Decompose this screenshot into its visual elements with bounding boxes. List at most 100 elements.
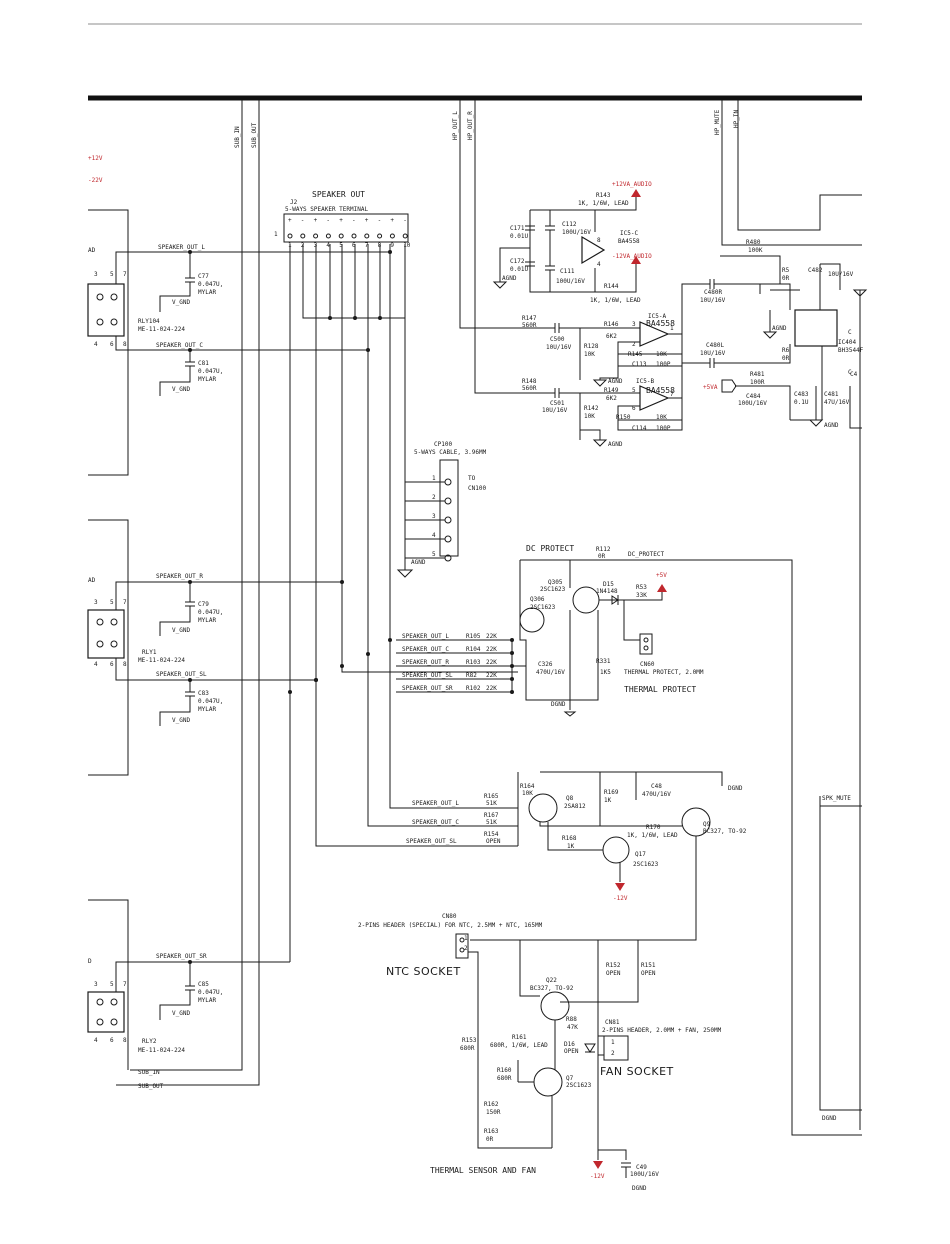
svg-text:2: 2 xyxy=(632,341,636,348)
cp100-pin xyxy=(444,535,452,543)
svg-text:R6: R6 xyxy=(782,347,790,354)
svg-text:R169: R169 xyxy=(604,789,619,796)
svg-text:R168: R168 xyxy=(562,835,577,842)
svg-text:C83: C83 xyxy=(198,690,209,697)
svg-text:Q22: Q22 xyxy=(546,977,557,984)
svg-text:100K: 100K xyxy=(748,247,763,254)
cp100-pin-number: 2 xyxy=(432,494,436,501)
svg-text:6: 6 xyxy=(110,1037,114,1044)
svg-text:100P: 100P xyxy=(656,425,671,432)
relay-rly1: 3 5 7 4 6 8 RLY1 ME-11-024-224 xyxy=(87,599,185,668)
svg-text:-12V: -12V xyxy=(613,895,628,902)
mute-input-ref: R165 xyxy=(484,793,499,800)
svg-text:FAN SOCKET: FAN SOCKET xyxy=(600,1065,674,1078)
svg-text:4: 4 xyxy=(94,341,98,348)
j2-pin-sign: - xyxy=(326,217,330,224)
cp100-pin xyxy=(444,497,452,505)
j2-pin xyxy=(300,233,306,239)
svg-text:AGND: AGND xyxy=(411,559,426,566)
svg-text:ME-11-024-224: ME-11-024-224 xyxy=(138,657,185,664)
svg-text:IC5-A: IC5-A xyxy=(648,313,666,320)
svg-text:R144: R144 xyxy=(604,283,619,290)
j2-pin-sign: + xyxy=(390,217,394,224)
svg-text:4: 4 xyxy=(597,261,601,268)
svg-text:BH3544F: BH3544F xyxy=(838,347,864,354)
svg-text:3: 3 xyxy=(94,981,98,988)
svg-text:V_GND: V_GND xyxy=(172,1010,190,1017)
svg-text:DGND: DGND xyxy=(632,1185,647,1192)
svg-text:2SC1623: 2SC1623 xyxy=(566,1082,592,1089)
svg-text:Q305: Q305 xyxy=(548,579,563,586)
svg-text:R480: R480 xyxy=(746,239,761,246)
svg-text:R160: R160 xyxy=(497,1067,512,1074)
svg-text:100U/16V: 100U/16V xyxy=(556,278,585,285)
svg-text:R148: R148 xyxy=(522,378,537,385)
svg-text:6: 6 xyxy=(110,661,114,668)
j2-pin xyxy=(338,233,344,239)
svg-text:THERMAL PROTECT, 2.0MM: THERMAL PROTECT, 2.0MM xyxy=(624,669,704,676)
svg-text:100U/16V: 100U/16V xyxy=(562,229,591,236)
svg-text:470U/16V: 470U/16V xyxy=(642,791,671,798)
svg-text:BC327, TO-92: BC327, TO-92 xyxy=(703,828,747,835)
j2-pin-sign: - xyxy=(378,217,382,224)
svg-text:SPEAKER_OUT_SR: SPEAKER_OUT_SR xyxy=(156,953,207,960)
j2-pin xyxy=(364,233,370,239)
svg-text:R161: R161 xyxy=(512,1034,527,1041)
svg-text:MYLAR: MYLAR xyxy=(198,617,216,624)
svg-text:MYLAR: MYLAR xyxy=(198,997,216,1004)
svg-text:C480L: C480L xyxy=(706,342,724,349)
dcp-input-ref: R102 xyxy=(466,685,481,692)
svg-text:8: 8 xyxy=(123,1037,127,1044)
j2-pin xyxy=(377,233,383,239)
cp100-pin xyxy=(444,478,452,486)
svg-text:OPEN: OPEN xyxy=(641,970,656,977)
j2-pin xyxy=(287,233,293,239)
svg-text:D: D xyxy=(88,958,92,965)
svg-text:10K: 10K xyxy=(584,413,595,420)
svg-text:10K: 10K xyxy=(522,790,533,797)
svg-text:5-WAYS CABLE, 3.96MM: 5-WAYS CABLE, 3.96MM xyxy=(414,449,487,456)
svg-text:AGND: AGND xyxy=(608,441,623,448)
svg-text:R170: R170 xyxy=(646,824,661,831)
svg-text:CN80: CN80 xyxy=(442,913,457,920)
svg-text:1: 1 xyxy=(611,1039,615,1046)
svg-text:5: 5 xyxy=(632,387,636,394)
svg-text:680R: 680R xyxy=(460,1045,475,1052)
dcp-input-net: SPEAKER_OUT_R xyxy=(402,659,449,666)
svg-text:1K, 1/6W, LEAD: 1K, 1/6W, LEAD xyxy=(590,297,641,304)
svg-text:10U/16V: 10U/16V xyxy=(700,350,726,357)
relay-rly2: 3 5 7 4 6 8 RLY2 ME-11-024-224 SUB_IN SU… xyxy=(87,981,185,1090)
svg-text:10U/16V: 10U/16V xyxy=(700,297,726,304)
svg-text:R164: R164 xyxy=(520,783,535,790)
svg-text:10K: 10K xyxy=(656,414,667,421)
rail-plus12: +12V xyxy=(88,155,103,162)
svg-text:AD: AD xyxy=(88,247,96,254)
dcp-input-net: SPEAKER_OUT_C xyxy=(402,646,449,653)
svg-text:IC5-B: IC5-B xyxy=(636,378,654,385)
svg-text:47U/16V: 47U/16V xyxy=(824,399,850,406)
svg-text:OPEN: OPEN xyxy=(564,1048,579,1055)
svg-text:C500: C500 xyxy=(550,336,565,343)
cp100-pin-number: 5 xyxy=(432,551,436,558)
j2-pin-number: 5 xyxy=(339,242,343,249)
svg-text:2: 2 xyxy=(611,1050,615,1057)
svg-text:1K: 1K xyxy=(604,797,612,804)
svg-text:R162: R162 xyxy=(484,1101,499,1108)
svg-text:C: C xyxy=(848,329,852,336)
svg-text:SPEAKER OUT: SPEAKER OUT xyxy=(312,190,365,199)
svg-text:C482: C482 xyxy=(808,267,823,274)
svg-text:100R: 100R xyxy=(750,379,765,386)
svg-text:AGND: AGND xyxy=(772,325,787,332)
svg-text:R145: R145 xyxy=(628,351,643,358)
svg-text:Q306: Q306 xyxy=(530,596,545,603)
dcp-input-ref: R103 xyxy=(466,659,481,666)
svg-text:R5: R5 xyxy=(782,267,790,274)
svg-text:1K5: 1K5 xyxy=(600,669,611,676)
svg-text:1K, 1/6W, LEAD: 1K, 1/6W, LEAD xyxy=(578,200,629,207)
dcp-input-ref: R104 xyxy=(466,646,481,653)
svg-text:0.01U: 0.01U xyxy=(510,266,528,273)
svg-text:TO: TO xyxy=(468,475,476,482)
j2-pin-number: 8 xyxy=(378,242,382,249)
net-hp-out-l: HP_OUT_L xyxy=(452,111,459,140)
svg-text:BC327, TO-92: BC327, TO-92 xyxy=(530,985,574,992)
